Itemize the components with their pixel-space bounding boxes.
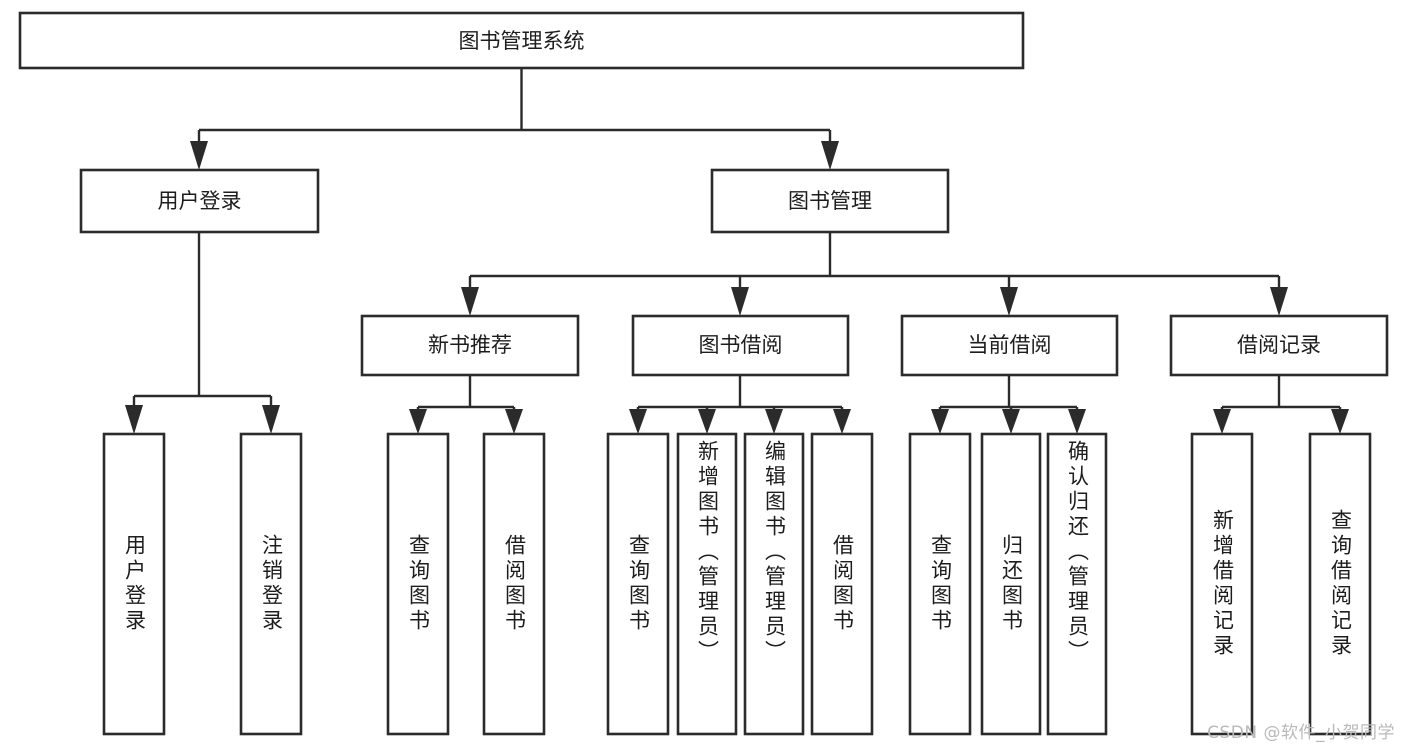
node-borrow-record-box[interactable]	[1169, 314, 1389, 377]
node-new-book-recommend[interactable]: 新书推荐	[360, 314, 580, 377]
node-user-login[interactable]: 用户登录	[79, 168, 320, 234]
node-user-login-label: 用户登录	[158, 189, 242, 213]
node-leaf-logout-login-box[interactable]	[239, 432, 303, 736]
node-book-borrow-label: 图书借阅	[699, 333, 783, 357]
node-book-manage[interactable]: 图书管理	[710, 168, 950, 234]
node-leaf-borrow-book-2-box[interactable]	[810, 432, 874, 736]
node-leaf-return-book-box[interactable]	[980, 432, 1042, 736]
node-leaf-add-borrow-record-box[interactable]	[1190, 432, 1254, 736]
node-leaf-query-book-2-box[interactable]	[606, 432, 670, 736]
node-current-borrow-box[interactable]	[900, 314, 1119, 377]
node-leaf-query-book-1-box[interactable]	[386, 432, 450, 736]
node-book-manage-box[interactable]	[710, 168, 950, 234]
connector-borrowrecord-to-leaves	[1213, 375, 1349, 434]
node-root-label: 图书管理系统	[459, 29, 585, 53]
node-leaf-borrow-book-1-box[interactable]	[482, 432, 546, 736]
node-current-borrow[interactable]: 当前借阅	[900, 314, 1119, 377]
node-new-book-recommend-label: 新书推荐	[428, 333, 512, 357]
connector-newbook-to-leaves	[409, 375, 523, 434]
node-leaf-query-borrow-record-box[interactable]	[1308, 432, 1372, 736]
node-book-borrow[interactable]: 图书借阅	[631, 314, 850, 377]
connector-root-to-level2	[190, 68, 839, 170]
watermark: CSDN @软件_小贺同学	[1207, 723, 1395, 743]
connector-bookborrow-to-leaves	[629, 375, 851, 434]
node-book-borrow-box[interactable]	[631, 314, 850, 377]
node-leaf-query-book-3-box[interactable]	[908, 432, 972, 736]
node-root[interactable]: 图书管理系统	[18, 11, 1025, 70]
node-current-borrow-label: 当前借阅	[968, 333, 1052, 357]
node-book-manage-label: 图书管理	[788, 189, 872, 213]
node-borrow-record[interactable]: 借阅记录	[1169, 314, 1389, 377]
node-new-book-recommend-box[interactable]	[360, 314, 580, 377]
connector-userlogin-to-leaves	[125, 232, 280, 434]
node-root-box[interactable]	[18, 11, 1025, 70]
connector-bookmanage-to-level3	[461, 232, 1288, 316]
node-leaf-add-book-admin-box[interactable]	[676, 432, 738, 736]
node-leaf-user-login-box[interactable]	[102, 432, 166, 736]
node-leaf-confirm-return-admin-box[interactable]	[1046, 432, 1108, 736]
connector-currentborrow-to-leaves	[931, 375, 1086, 434]
node-leaf-edit-book-admin-box[interactable]	[743, 432, 805, 736]
node-borrow-record-label: 借阅记录	[1237, 333, 1321, 357]
node-user-login-box[interactable]	[79, 168, 320, 234]
